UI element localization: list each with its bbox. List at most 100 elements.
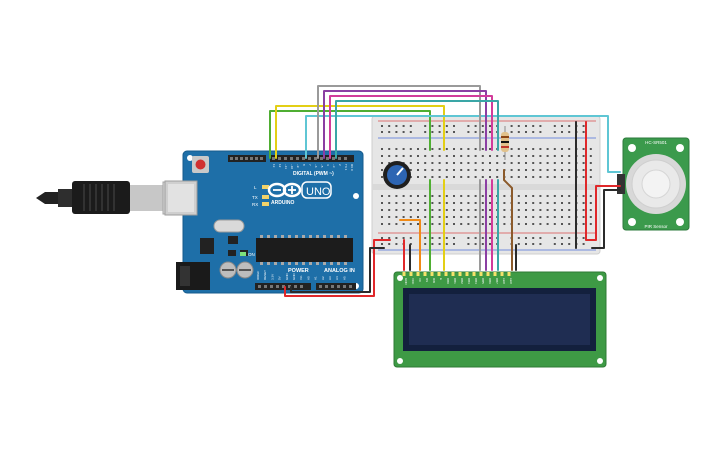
breadboard-hole (582, 148, 585, 150)
breadboard-hole (402, 155, 405, 157)
breadboard-hole (438, 216, 441, 218)
breadboard-hole (467, 176, 470, 178)
breadboard-hole (582, 131, 585, 133)
breadboard-hole (561, 209, 563, 211)
breadboard-hole (517, 195, 520, 197)
breadboard-hole (568, 195, 571, 197)
breadboard-hole (474, 195, 477, 197)
breadboard-hole (438, 202, 441, 204)
breadboard-hole (489, 202, 491, 204)
breadboard-hole (568, 162, 571, 164)
breadboard-hole (481, 195, 484, 197)
breadboard-hole (582, 237, 585, 239)
arduino-pin-label: A0 (306, 276, 310, 280)
breadboard-hole (489, 155, 491, 157)
arduino-rx-label: RX (252, 202, 258, 207)
breadboard-hole (453, 148, 455, 150)
breadboard-hole (381, 148, 383, 150)
breadboard-hole (417, 162, 419, 164)
breadboard-hole (546, 176, 549, 178)
arduino-pin-label: A2 (321, 276, 325, 280)
breadboard-hole (481, 237, 484, 239)
breadboard-hole (417, 223, 419, 225)
lcd-pin-label: DB0 (446, 278, 450, 284)
breadboard-hole (474, 162, 477, 164)
breadboard-hole (568, 223, 571, 225)
breadboard-hole (460, 148, 463, 150)
arduino-l-label: L (254, 185, 257, 190)
breadboard-hole (582, 202, 585, 204)
breadboard-hole (424, 125, 427, 127)
breadboard-hole (467, 209, 470, 211)
lcd-pin (409, 272, 413, 276)
breadboard-hole (532, 216, 535, 218)
breadboard-hole (431, 237, 434, 239)
breadboard-hole (532, 237, 535, 239)
breadboard-hole (424, 131, 427, 133)
breadboard-hole (503, 209, 506, 211)
breadboard-hole (431, 162, 434, 164)
breadboard-hole (388, 162, 391, 164)
breadboard-hole (438, 155, 441, 157)
breadboard-hole (546, 202, 549, 204)
breadboard-hole (517, 202, 520, 204)
breadboard-hole (481, 202, 484, 204)
arduino-pin-label: A4 (335, 276, 339, 280)
breadboard-hole (474, 209, 477, 211)
breadboard-hole (589, 202, 592, 204)
breadboard-hole (561, 169, 563, 171)
breadboard-hole (474, 202, 477, 204)
arduino-pin-label: 4 (326, 164, 330, 166)
breadboard-hole (388, 131, 391, 133)
breadboard-hole (561, 223, 563, 225)
breadboard-hole (402, 237, 405, 239)
breadboard-hole (424, 202, 427, 204)
breadboard-hole (388, 148, 391, 150)
breadboard-hole (589, 155, 592, 157)
arduino-pin-label: TX 1 (344, 164, 348, 171)
breadboard-hole (395, 223, 398, 225)
breadboard-hole (431, 131, 434, 133)
breadboard-hole (424, 223, 427, 225)
breadboard-hole (489, 243, 491, 245)
breadboard-hole (395, 148, 398, 150)
breadboard-hole (445, 237, 448, 239)
arduino-on-label: ON (248, 252, 255, 257)
breadboard-hole (525, 148, 527, 150)
breadboard-hole (431, 169, 434, 171)
breadboard-hole (510, 148, 513, 150)
breadboard-hole (503, 202, 506, 204)
breadboard-hole (525, 195, 527, 197)
breadboard-hole (539, 209, 542, 211)
lcd-pin-label: DB3 (467, 278, 471, 284)
breadboard-hole (445, 223, 448, 225)
breadboard-hole (489, 148, 491, 150)
breadboard-hole (568, 176, 571, 178)
breadboard-hole (539, 131, 542, 133)
breadboard-hole (474, 216, 477, 218)
breadboard-hole (503, 195, 506, 197)
breadboard-hole (539, 176, 542, 178)
breadboard-hole (395, 202, 398, 204)
breadboard-hole (409, 125, 412, 127)
breadboard-hole (525, 131, 527, 133)
breadboard-hole (561, 216, 563, 218)
breadboard-hole (546, 223, 549, 225)
breadboard-hole (445, 131, 448, 133)
breadboard-hole (532, 169, 535, 171)
lcd-pin (458, 272, 462, 276)
breadboard-hole (381, 209, 383, 211)
breadboard-hole (539, 216, 542, 218)
breadboard-hole (532, 195, 535, 197)
breadboard-hole (481, 209, 484, 211)
breadboard-hole (496, 155, 499, 157)
breadboard-hole (568, 243, 571, 245)
breadboard-hole (431, 223, 434, 225)
breadboard-hole (474, 148, 477, 150)
breadboard-hole (481, 148, 484, 150)
breadboard-hole (532, 131, 535, 133)
arduino-analog-label: ANALOG IN (324, 268, 355, 274)
breadboard-hole (467, 162, 470, 164)
breadboard-hole (417, 176, 419, 178)
